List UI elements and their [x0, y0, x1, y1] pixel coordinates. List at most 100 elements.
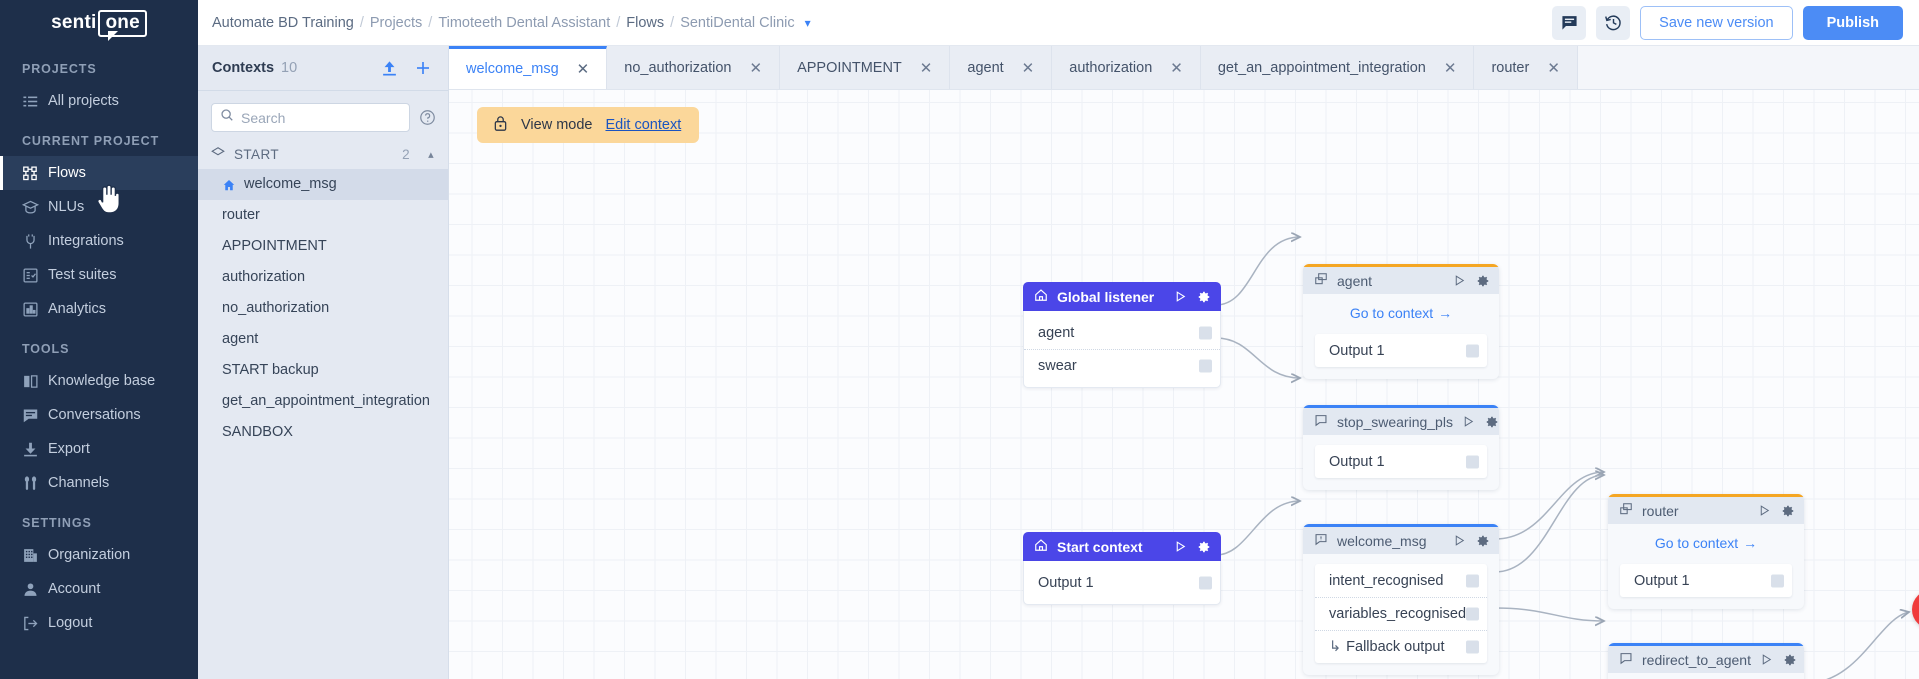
- node-port[interactable]: variables_recognised: [1315, 597, 1487, 630]
- node-router[interactable]: router Go to context→: [1608, 494, 1804, 609]
- port-connector[interactable]: [1771, 574, 1784, 587]
- context-list-item[interactable]: authorization: [198, 262, 448, 293]
- port-connector[interactable]: [1466, 607, 1479, 621]
- port-connector[interactable]: [1199, 359, 1212, 373]
- close-icon[interactable]: ✕: [749, 59, 763, 77]
- chevron-down-icon[interactable]: ▾: [804, 15, 811, 30]
- tab-authorization[interactable]: authorization✕: [1052, 46, 1201, 89]
- port-connector[interactable]: [1466, 344, 1479, 357]
- node-port[interactable]: Output 1: [1315, 445, 1487, 478]
- play-icon[interactable]: [1760, 653, 1773, 666]
- port-connector[interactable]: [1466, 574, 1479, 587]
- context-list-item[interactable]: no_authorization: [198, 293, 448, 324]
- play-icon[interactable]: [1174, 290, 1187, 303]
- close-icon[interactable]: ✕: [1443, 59, 1457, 77]
- port-connector[interactable]: [1199, 326, 1212, 339]
- sidebar-item-integrations[interactable]: Integrations: [0, 224, 198, 258]
- close-icon[interactable]: ✕: [1547, 59, 1560, 77]
- node-header[interactable]: agent: [1303, 267, 1499, 294]
- node-port[interactable]: swear: [1024, 349, 1220, 382]
- contexts-group-start[interactable]: START 2 ▴: [198, 140, 448, 169]
- node-header[interactable]: redirect_to_agent: [1608, 646, 1804, 673]
- breadcrumb-item[interactable]: SentiDental Clinic: [680, 14, 795, 31]
- edit-context-link[interactable]: Edit context: [605, 117, 682, 133]
- sidebar-item-conversations[interactable]: Conversations: [0, 398, 198, 432]
- node-port[interactable]: agent: [1024, 316, 1220, 349]
- tab-agent[interactable]: agent✕: [950, 46, 1053, 89]
- port-connector[interactable]: [1199, 576, 1212, 589]
- close-icon[interactable]: ✕: [1021, 59, 1035, 77]
- node-redirect-to-agent[interactable]: redirect_to_agent: [1608, 643, 1804, 679]
- close-icon[interactable]: ✕: [1170, 59, 1183, 77]
- comment-icon[interactable]: [1552, 5, 1587, 40]
- node-port[interactable]: Output 1: [1620, 564, 1792, 597]
- context-list-item[interactable]: SANDBOX: [198, 417, 448, 448]
- upload-icon[interactable]: [381, 60, 398, 77]
- tab-router[interactable]: router✕: [1474, 46, 1578, 89]
- tab-welcome_msg[interactable]: welcome_msg✕: [449, 46, 608, 89]
- tab-appointment[interactable]: APPOINTMENT✕: [780, 46, 951, 89]
- gear-icon[interactable]: [1197, 290, 1211, 304]
- node-end-error[interactable]: [1912, 590, 1919, 629]
- flow-canvas[interactable]: welcome_msg✕no_authorization✕APPOINTMENT…: [449, 46, 1919, 679]
- breadcrumb-item[interactable]: Automate BD Training: [212, 14, 354, 31]
- tab-no_authorization[interactable]: no_authorization✕: [607, 46, 781, 89]
- sidebar-item-logout[interactable]: Logout: [0, 606, 198, 640]
- tab-get_an_appointment_integration[interactable]: get_an_appointment_integration✕: [1200, 46, 1475, 89]
- node-header[interactable]: Start context: [1023, 532, 1221, 561]
- sidebar-item-export[interactable]: Export: [0, 432, 198, 466]
- go-to-context-link[interactable]: Go to context→: [1303, 294, 1499, 324]
- close-icon[interactable]: ✕: [919, 59, 933, 77]
- gear-icon[interactable]: [1781, 504, 1795, 518]
- save-new-version-button[interactable]: Save new version: [1640, 5, 1793, 40]
- sidebar-item-all-projects[interactable]: All projects: [0, 84, 198, 118]
- breadcrumb-item[interactable]: Flows: [626, 14, 665, 31]
- node-welcome-msg[interactable]: welcome_msg: [1303, 524, 1499, 675]
- context-list-item[interactable]: agent: [198, 324, 448, 355]
- publish-button[interactable]: Publish: [1802, 5, 1903, 40]
- node-agent[interactable]: agent Go to context→: [1303, 264, 1499, 379]
- port-connector[interactable]: [1466, 455, 1479, 468]
- breadcrumb-item[interactable]: Projects: [369, 14, 423, 31]
- sidebar-item-knowledge-base[interactable]: Knowledge base: [0, 364, 198, 398]
- node-port[interactable]: Output 1: [1024, 566, 1220, 599]
- play-icon[interactable]: [1453, 534, 1466, 547]
- context-list-item[interactable]: welcome_msg: [198, 169, 448, 200]
- sidebar-item-account[interactable]: Account: [0, 572, 198, 606]
- sidebar-item-nlus[interactable]: NLUs: [0, 190, 198, 224]
- context-list-item[interactable]: router: [198, 200, 448, 231]
- node-port-fallback[interactable]: ↳ Fallback output: [1315, 630, 1487, 663]
- help-icon[interactable]: [419, 109, 436, 126]
- node-port[interactable]: Output 1: [1315, 334, 1487, 367]
- search-input[interactable]: [241, 109, 401, 126]
- play-icon[interactable]: [1462, 415, 1475, 428]
- node-header[interactable]: Global listener: [1023, 282, 1221, 311]
- plus-icon[interactable]: [414, 59, 432, 77]
- history-icon[interactable]: [1596, 5, 1631, 40]
- chevron-up-icon[interactable]: ▴: [428, 149, 434, 161]
- close-icon[interactable]: ✕: [576, 61, 590, 78]
- gear-icon[interactable]: [1476, 534, 1490, 548]
- sidebar-item-flows[interactable]: Flows: [0, 156, 198, 190]
- go-to-context-link[interactable]: Go to context→: [1608, 524, 1804, 554]
- node-header[interactable]: stop_swearing_pls: [1303, 408, 1499, 435]
- port-connector[interactable]: [1466, 640, 1479, 654]
- node-global-listener[interactable]: Global listener: [1023, 282, 1221, 388]
- node-header[interactable]: welcome_msg: [1303, 527, 1499, 554]
- sidebar-item-test-suites[interactable]: Test suites: [0, 258, 198, 292]
- node-header[interactable]: router: [1608, 497, 1804, 524]
- gear-icon[interactable]: [1783, 653, 1797, 667]
- play-icon[interactable]: [1758, 504, 1771, 517]
- sidebar-item-channels[interactable]: Channels: [0, 466, 198, 500]
- gear-icon[interactable]: [1197, 540, 1211, 554]
- sidebar-item-organization[interactable]: Organization: [0, 538, 198, 572]
- breadcrumb-item[interactable]: Timoteeth Dental Assistant: [438, 14, 611, 31]
- node-stop-swearing-pls[interactable]: stop_swearing_pls: [1303, 405, 1499, 490]
- search-box[interactable]: [211, 103, 410, 132]
- context-list-item[interactable]: START backup: [198, 355, 448, 386]
- context-list-item[interactable]: APPOINTMENT: [198, 231, 448, 262]
- gear-icon[interactable]: [1476, 274, 1490, 288]
- sidebar-item-analytics[interactable]: Analytics: [0, 292, 198, 326]
- play-icon[interactable]: [1174, 540, 1187, 553]
